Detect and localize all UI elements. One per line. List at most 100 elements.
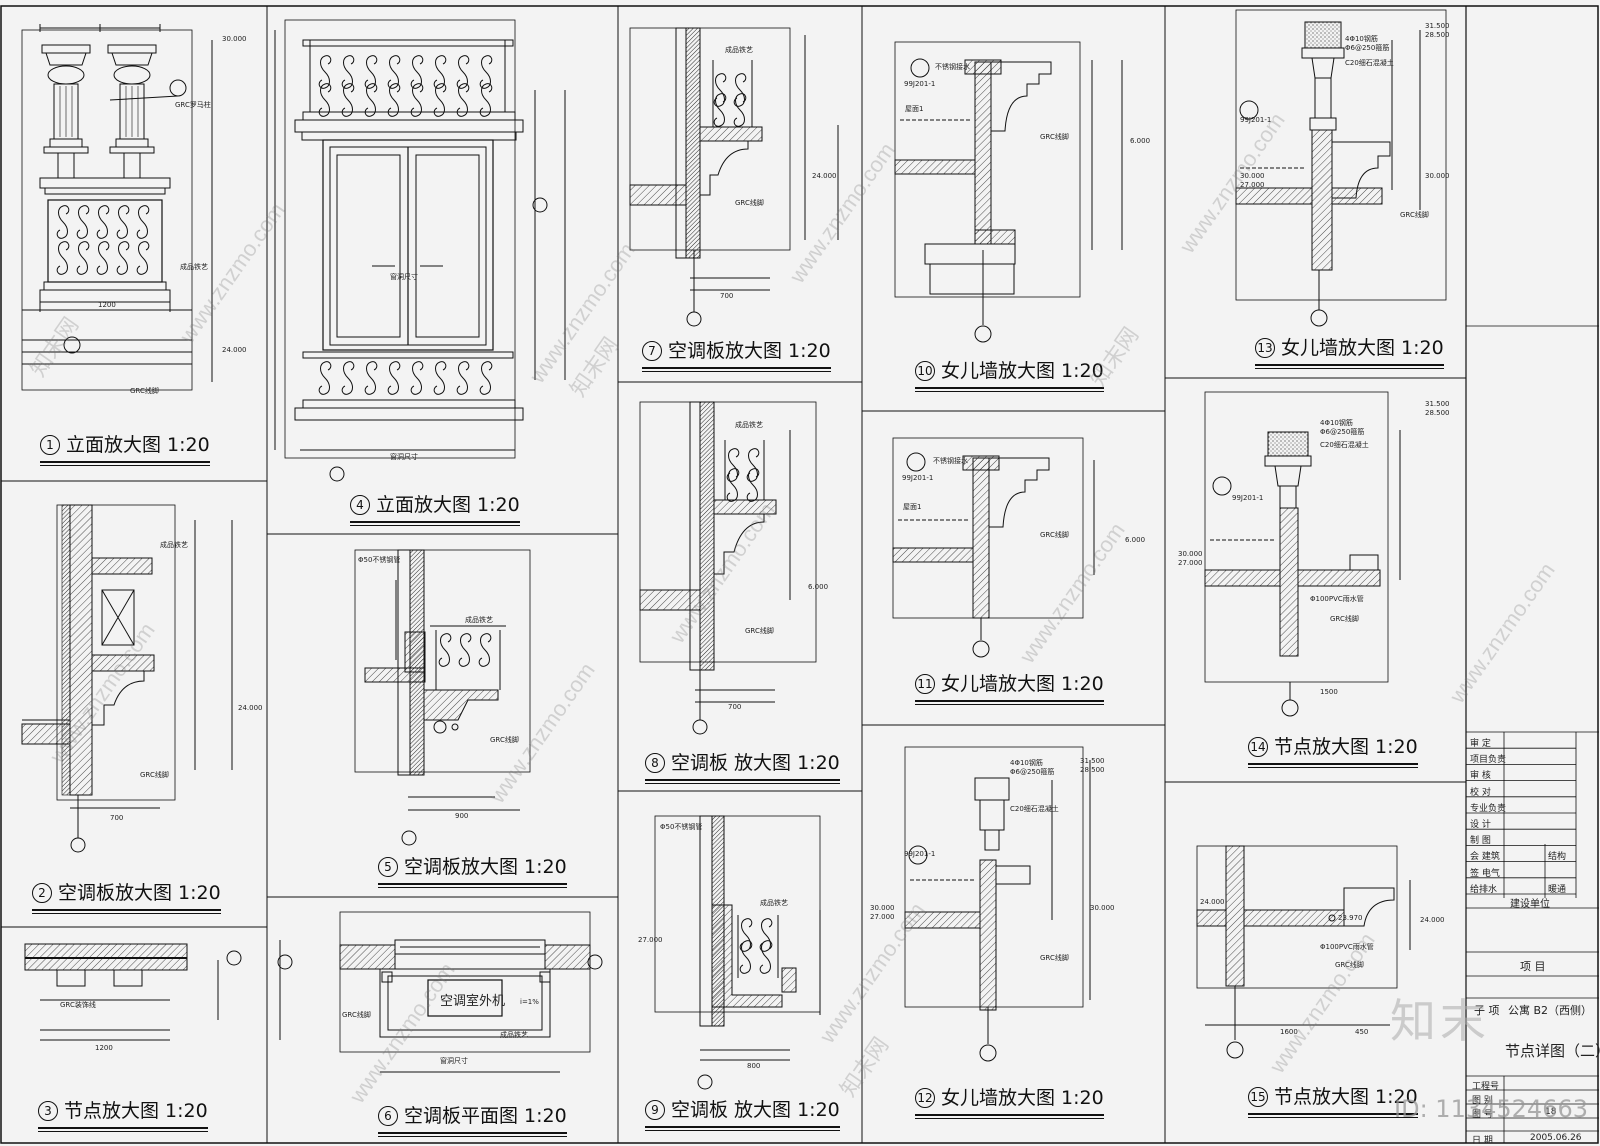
label-wrought-iron-p9: 成品铁艺 [760,899,788,907]
detail-5-section [354,549,531,846]
label-concrete-12: C20细石混凝土 [1010,805,1059,813]
label-rain-11: 不锈钢接水 [933,457,968,465]
label-level-30: 30.000 [222,35,247,43]
label-concrete-13: C20细石混凝土 [1345,59,1394,67]
label-slope: i=1% [520,998,539,1006]
detail-10-parapet [894,41,1123,343]
detail-9-section [654,815,821,1090]
title-block-date: 2005.06.26 [1530,1133,1582,1143]
label-concrete-14: C20细石混凝土 [1320,441,1369,449]
label-grc-line-p6: GRC线脚 [342,1011,371,1019]
label-pipe-15: Φ100PVC雨水管 [1320,943,1374,951]
title-block-role-5: 设 计 [1470,820,1491,830]
title-block-sheet-no-label: 图 号 [1472,1110,1493,1120]
label-level-285-12: 28.500 [1080,766,1105,774]
label-std-ref-10: 99J201-1 [904,80,936,88]
label-dim-450-15: 450 [1355,1028,1369,1036]
label-level-30-12b: 30.000 [1090,904,1115,912]
label-level-30-13b: 30.000 [1425,172,1450,180]
label-wrought-iron-p2: 成品铁艺 [160,541,188,549]
label-stirrup-14: Φ6@250箍筋 [1320,428,1365,436]
label-level-285-13: 28.500 [1425,31,1450,39]
detail-12-parapet [904,746,1091,1062]
label-dim-700: 700 [110,814,124,822]
label-dim-900: 900 [455,812,469,820]
detail-6-plan [277,911,603,1073]
label-level-285-14: 28.500 [1425,409,1450,417]
label-level-315-12: 31.500 [1080,757,1105,765]
label-dim-1200: 1200 [98,301,116,309]
label-level-315-14: 31.500 [1425,400,1450,408]
label-level-6-10: 6.000 [1130,137,1151,145]
detail-7-section [629,27,839,327]
label-grc-line-15: GRC线脚 [1335,961,1364,969]
label-rebar-14: 4Φ10钢筋 [1320,419,1353,427]
detail-14-node [1204,391,1401,717]
label-grc-line-11: GRC线脚 [1040,531,1069,539]
label-stirrup-13: Φ6@250箍筋 [1345,44,1390,52]
label-grc-line-13: GRC线脚 [1400,211,1429,219]
label-drain: Φ50不锈钢管 [358,556,401,564]
title-block-role-3: 校 对 [1470,787,1491,798]
label-level-27-p9: 27.000 [638,936,663,944]
label-ac-unit: 空调室外机 [440,994,506,1009]
title-block-role-1: 项目负责 [1470,755,1507,766]
label-grc-line-p8: GRC线脚 [745,627,774,635]
label-roof-11: 屋面1 [903,503,922,511]
label-pipe-14: Φ100PVC雨水管 [1310,595,1364,603]
label-window-size-p6: 窗洞尺寸 [440,1057,468,1065]
image-id: ID: 1134524663 [1394,1095,1588,1123]
detail-3-node [24,943,242,1041]
label-wrought-iron-p8: 成品铁艺 [735,421,763,429]
label-level-24-15b: 24.000 [1420,916,1445,924]
label-roof-10: 屋面1 [905,105,924,113]
label-grc-line-p5: GRC线脚 [490,736,519,744]
title-block-role-0: 审 定 [1470,739,1491,749]
title-block-drawing-title: 节点详图（二） [1505,1042,1600,1060]
label-grc-line-10: GRC线脚 [1040,133,1069,141]
title-block-project: 项 目 [1520,960,1546,973]
title-block-role-4: 专业负责 [1470,803,1507,814]
label-std-ref-12: 99J201-1 [904,850,936,858]
label-rebar-13: 4Φ10钢筋 [1345,35,1378,43]
label-grc-line-p2: GRC线脚 [140,771,169,779]
label-std-ref-14: 99J201-1 [1232,494,1264,502]
title-block-sheet-no: 18 [1545,1107,1557,1117]
label-dim-1600-15: 1600 [1280,1028,1298,1036]
title-block-project-no: 工程号 [1472,1082,1500,1092]
label-rain-10: 不锈钢接水 [935,63,970,71]
label-drain-p9: Φ50不锈钢管 [660,823,703,831]
sheet-frame [0,5,1599,1144]
label-dim-700-p8: 700 [728,703,742,711]
label-level-24: 24.000 [222,346,247,354]
title-block-role-6: 制 图 [1470,836,1491,847]
label-level-24-p7: 24.000 [812,172,837,180]
detail-8-section [639,401,817,735]
title-block-grid [1466,325,1599,1143]
label-level-315-13: 31.500 [1425,22,1450,30]
label-window-size: 窗洞尺寸 [390,273,418,281]
label-window-size-2: 窗洞尺寸 [390,453,418,461]
label-level-2397-15: 23.970 [1338,914,1363,922]
label-grc-trim: GRC装饰线 [60,1001,96,1009]
brand-logo: 知末 [1390,994,1490,1048]
detail-13-parapet [1235,9,1447,327]
label-level-30-12: 30.000 [870,904,895,912]
label-wrought-iron-p7: 成品铁艺 [725,46,753,54]
label-level-6-p8: 6.000 [808,583,829,591]
title-block-subitem-label: 子 项 [1474,1004,1500,1017]
label-wrought-iron-p5: 成品铁艺 [465,616,493,624]
title-block-role-2: 审 核 [1470,771,1491,782]
label-rebar-12: 4Φ10钢筋 [1010,759,1043,767]
